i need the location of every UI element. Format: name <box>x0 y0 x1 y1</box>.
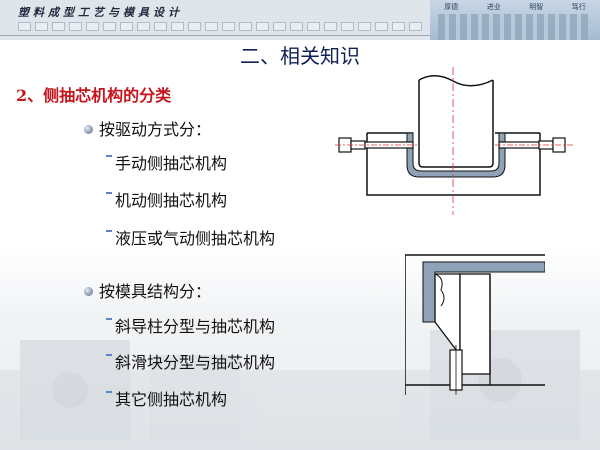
list-item: 斜滑块分型与抽芯机构 <box>106 349 275 373</box>
campus-banner-image <box>430 0 600 40</box>
motto-strip: 厚德 进业 明智 笃行 <box>430 2 600 12</box>
side-core-pull-diagram <box>335 67 573 215</box>
category-label: 按模具结构分： <box>99 282 212 301</box>
inclined-slider-diagram <box>405 254 545 395</box>
dash-bullet-icon <box>106 155 112 157</box>
motto-1: 厚德 <box>444 3 459 11</box>
background-machinery-image <box>0 330 600 450</box>
dash-bullet-icon <box>106 230 112 232</box>
motto-4: 笃行 <box>571 3 586 11</box>
motto-2: 进业 <box>486 3 501 11</box>
list-item-label: 其它侧抽芯机构 <box>115 390 228 409</box>
list-item-label: 液压或气动侧抽芯机构 <box>115 229 276 248</box>
header-divider <box>0 35 430 36</box>
category-label: 按驱动方式分： <box>99 120 212 139</box>
building-graphic <box>438 14 588 40</box>
list-item-label: 斜滑块分型与抽芯机构 <box>115 353 276 372</box>
list-item-label: 手动侧抽芯机构 <box>115 154 228 173</box>
dash-bullet-icon <box>106 391 112 393</box>
course-title: 塑料成型工艺与模具设计 <box>18 6 183 19</box>
decorative-square-strip <box>18 22 422 31</box>
bullet-dot-icon <box>84 287 93 296</box>
slide-title: 二、相关知识 <box>240 44 360 68</box>
list-item: 其它侧抽芯机构 <box>106 386 227 410</box>
category-drive-method: 按驱动方式分： <box>84 116 211 140</box>
list-item: 斜导柱分型与抽芯机构 <box>106 313 275 337</box>
list-item-label: 机动侧抽芯机构 <box>115 191 228 210</box>
list-item-label: 斜导柱分型与抽芯机构 <box>115 317 276 336</box>
list-item: 液压或气动侧抽芯机构 <box>106 225 275 249</box>
list-item: 机动侧抽芯机构 <box>106 187 227 211</box>
category-mold-structure: 按模具结构分： <box>84 278 211 302</box>
dash-bullet-icon <box>106 318 112 320</box>
bullet-dot-icon <box>84 125 93 134</box>
list-item: 手动侧抽芯机构 <box>106 150 227 174</box>
motto-3: 明智 <box>529 3 544 11</box>
section-heading: 2、侧抽芯机构的分类 <box>16 86 172 105</box>
dash-bullet-icon <box>106 354 112 356</box>
dash-bullet-icon <box>106 192 112 194</box>
